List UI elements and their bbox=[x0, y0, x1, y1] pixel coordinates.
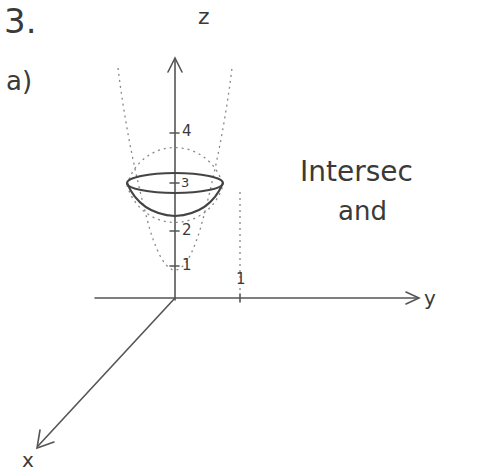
y-arrowhead bbox=[406, 292, 419, 304]
x-axis bbox=[38, 298, 175, 446]
tick bbox=[170, 265, 179, 267]
z-arrowhead bbox=[168, 58, 182, 72]
paraboloid-outline bbox=[118, 68, 232, 270]
axis-label: z bbox=[198, 6, 210, 28]
tick-label: 3 bbox=[181, 176, 189, 189]
note-text: Intersec bbox=[300, 158, 413, 186]
tick-label: 2 bbox=[182, 223, 192, 238]
y-axis bbox=[95, 297, 418, 299]
tick bbox=[170, 230, 179, 232]
axis-label: x bbox=[22, 450, 34, 470]
sphere-outline bbox=[127, 148, 223, 223]
tick-label: 1 bbox=[236, 272, 246, 287]
tick bbox=[170, 182, 179, 184]
x-arrowhead bbox=[37, 430, 54, 448]
tick-label: 4 bbox=[182, 124, 192, 139]
problem-number: 3. bbox=[4, 4, 36, 38]
note-text: and bbox=[338, 198, 387, 224]
tick-label: 1 bbox=[182, 258, 192, 273]
z-axis bbox=[174, 60, 176, 300]
axis-label: y bbox=[424, 288, 436, 308]
part-label: a) bbox=[6, 68, 32, 94]
tick bbox=[239, 294, 241, 302]
intersection-circle bbox=[127, 173, 223, 193]
tick bbox=[170, 132, 179, 134]
bowl-curve bbox=[127, 183, 223, 216]
